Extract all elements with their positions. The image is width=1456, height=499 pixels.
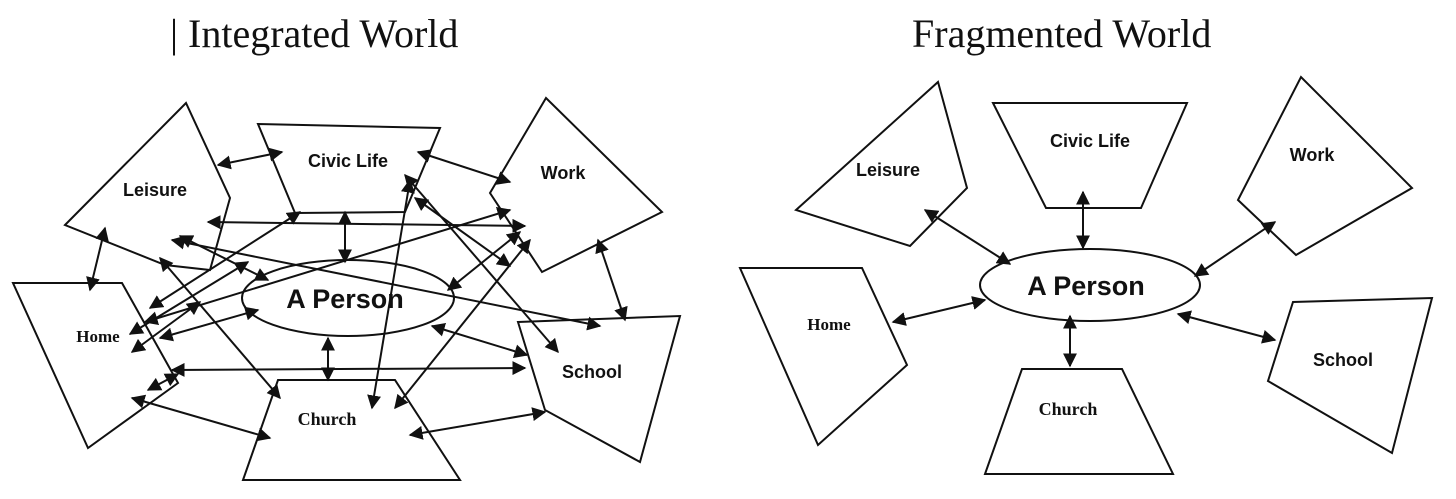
fragmented-person-ellipse (979, 248, 1201, 322)
integrated-person-label: A Person (286, 284, 404, 314)
fragmented-links (891, 190, 1277, 368)
fragmented-leisure-box (794, 80, 969, 248)
integrated-leisure-label: Leisure (123, 180, 187, 200)
integrated-home-label: Home (76, 327, 120, 346)
integrated-link-arrow (446, 231, 522, 291)
fragmented-school-label: School (1313, 350, 1373, 370)
fragmented-home-label: Home (807, 315, 851, 334)
integrated-link-arrow (413, 197, 512, 267)
integrated-home-box (11, 282, 180, 450)
integrated-links (86, 147, 628, 442)
integrated-diagram: Leisure Civic Life Work Home School Chur… (11, 96, 682, 481)
integrated-church-box (241, 379, 462, 481)
integrated-link-arrow (170, 361, 527, 377)
integrated-link-arrow (416, 149, 512, 185)
integrated-link-arrow (216, 147, 284, 170)
integrated-link-arrow (130, 394, 272, 442)
fragmented-diagram: Leisure Civic Life Work Home School Chur… (738, 75, 1434, 475)
integrated-church-label: Church (298, 409, 357, 429)
fragmented-link-arrow (923, 209, 1012, 265)
integrated-civic-life-label: Civic Life (308, 151, 388, 171)
fragmented-church-label: Church (1039, 399, 1098, 419)
fragmented-world-title: Fragmented World (912, 11, 1212, 56)
fragmented-link-arrow (1193, 221, 1277, 277)
integrated-work-label: Work (541, 163, 587, 183)
integrated-link-arrow (367, 178, 415, 410)
integrated-school-box (516, 314, 682, 464)
fragmented-work-box (1236, 75, 1414, 257)
fragmented-link-arrow (891, 296, 987, 326)
fragmented-civic-life-box (991, 102, 1189, 209)
fragmented-school-box (1266, 296, 1434, 455)
fragmented-home-box (738, 267, 909, 447)
integrated-link-arrow (158, 306, 260, 342)
integrated-link-arrow (595, 238, 628, 322)
fragmented-church-box (983, 368, 1175, 475)
integrated-world-title: | Integrated World (170, 11, 459, 56)
integrated-link-arrow (146, 373, 180, 391)
fragmented-person-label: A Person (1027, 271, 1145, 301)
fragmented-work-label: Work (1290, 145, 1336, 165)
integrated-link-arrow (408, 407, 547, 440)
integrated-work-box (488, 96, 664, 274)
integrated-link-arrow (430, 322, 529, 359)
fragmented-civic-life-label: Civic Life (1050, 131, 1130, 151)
fragmented-leisure-label: Leisure (856, 160, 920, 180)
integrated-link-arrow (206, 215, 527, 233)
integrated-link-arrow (128, 261, 250, 335)
integrated-school-label: School (562, 362, 622, 382)
fragmented-link-arrow (1176, 310, 1277, 344)
integrated-link-arrow (86, 226, 109, 292)
